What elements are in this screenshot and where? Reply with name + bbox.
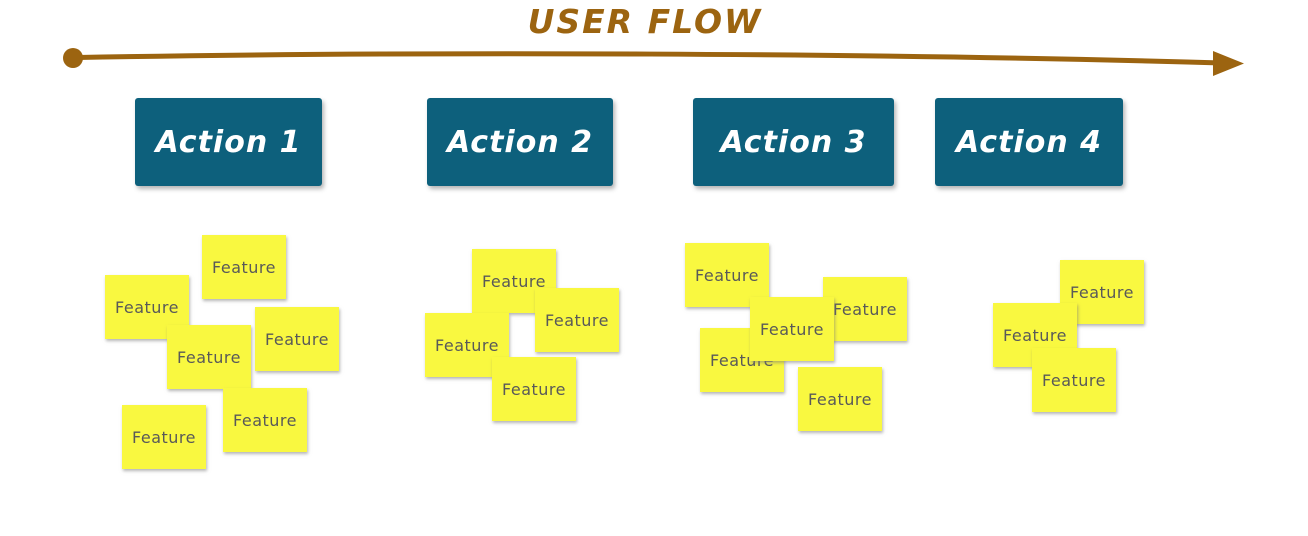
sticky-note[interactable]: Feature [798,367,882,431]
sticky-note[interactable]: Feature [167,325,251,389]
arrow-line [77,51,1223,66]
sticky-note[interactable]: Feature [223,388,307,452]
sticky-note[interactable]: Feature [1060,260,1144,324]
sticky-note[interactable]: Feature [255,307,339,371]
sticky-note[interactable]: Feature [750,297,834,361]
sticky-note[interactable]: Feature [425,313,509,377]
sticky-note[interactable]: Feature [535,288,619,352]
sticky-note[interactable]: Feature [202,235,286,299]
action-box-4[interactable]: Action 4 [935,98,1123,186]
sticky-note[interactable]: Feature [685,243,769,307]
arrow-head-icon [1213,51,1244,76]
action-box-2[interactable]: Action 2 [427,98,613,186]
page-title: USER FLOW [527,2,763,41]
user-flow-arrow [63,48,1244,76]
sticky-note[interactable]: Feature [492,357,576,421]
action-box-1[interactable]: Action 1 [135,98,322,186]
action-box-3[interactable]: Action 3 [693,98,894,186]
sticky-note[interactable]: Feature [122,405,206,469]
sticky-note[interactable]: Feature [1032,348,1116,412]
sticky-note[interactable]: Feature [823,277,907,341]
arrow-start-dot [63,48,83,68]
